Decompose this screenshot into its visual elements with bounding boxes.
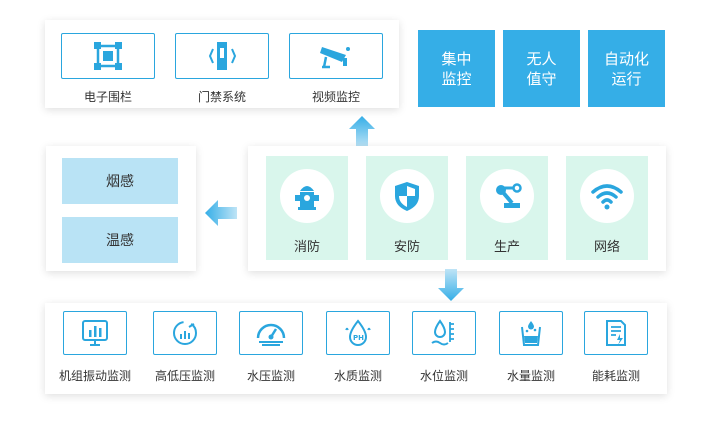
mode-automated-operation: 自动化 运行 bbox=[588, 30, 665, 107]
shield-icon bbox=[395, 182, 419, 211]
up-arrow-icon bbox=[349, 116, 375, 148]
category-label: 安防 bbox=[393, 240, 420, 255]
door-access-box[interactable] bbox=[175, 33, 269, 79]
bottom-monitor-label: 能耗监测 bbox=[591, 369, 640, 383]
mode-line: 集中 bbox=[441, 49, 472, 68]
fence-icon bbox=[94, 42, 122, 70]
vibration-monitor-box[interactable] bbox=[63, 311, 127, 355]
bottom-monitor-label: 水压监测 bbox=[246, 369, 295, 383]
mode-line: 运行 bbox=[611, 69, 642, 88]
cctv-monitor-box[interactable] bbox=[289, 33, 383, 79]
top-monitor-panel: 电子围栏 门禁系统 视频监控 bbox=[45, 20, 399, 108]
category-icon-circle bbox=[480, 169, 534, 223]
mode-line: 自动化 bbox=[603, 49, 649, 68]
bottom-monitor-label: 水量监测 bbox=[506, 369, 555, 383]
category-security[interactable]: 安防 bbox=[366, 156, 448, 260]
mode-line: 值守 bbox=[526, 69, 557, 88]
voltage-monitor-box[interactable] bbox=[153, 311, 217, 355]
fence-monitor-box[interactable] bbox=[61, 33, 155, 79]
mode-unattended: 无人 值守 bbox=[503, 30, 580, 107]
mode-centralized-monitoring: 集中 监控 bbox=[418, 30, 495, 107]
category-label: 网络 bbox=[593, 240, 620, 255]
smoke-sensor-box: 烟感 bbox=[62, 158, 178, 204]
fire-hydrant-icon bbox=[295, 186, 319, 210]
fence-monitor-label: 电子围栏 bbox=[83, 90, 132, 104]
energy-report-icon bbox=[606, 320, 626, 346]
water-ph-icon: PH bbox=[345, 319, 371, 346]
down-arrow-icon bbox=[438, 269, 464, 301]
category-icon-circle bbox=[280, 169, 334, 223]
voltage-gauge-icon bbox=[173, 321, 197, 345]
pressure-monitor-box[interactable] bbox=[239, 311, 303, 355]
wifi-icon bbox=[591, 184, 623, 210]
category-icon-circle bbox=[380, 169, 434, 223]
water-quality-monitor-box[interactable]: PH bbox=[326, 311, 390, 355]
vibration-monitor-icon bbox=[82, 320, 108, 346]
robot-arm-icon bbox=[496, 183, 522, 208]
category-fire[interactable]: 消防 bbox=[266, 156, 348, 260]
bottom-monitor-label: 水质监测 bbox=[333, 369, 382, 383]
bottom-monitor-label: 机组振动监测 bbox=[58, 369, 131, 383]
svg-text:PH: PH bbox=[353, 334, 364, 342]
cctv-camera-icon bbox=[320, 47, 350, 69]
water-volume-icon bbox=[521, 321, 541, 346]
mode-line: 无人 bbox=[526, 49, 557, 68]
bottom-monitor-label: 水位监测 bbox=[419, 369, 468, 383]
category-network[interactable]: 网络 bbox=[566, 156, 648, 260]
left-arrow-icon bbox=[205, 200, 237, 226]
cctv-monitor-label: 视频监控 bbox=[311, 90, 360, 104]
bottom-monitor-panel: 机组振动监测 高低压监测 水压监测 PH 水质监测 bbox=[45, 303, 667, 394]
bottom-monitor-label: 高低压监测 bbox=[154, 369, 215, 383]
water-volume-monitor-box[interactable] bbox=[499, 311, 563, 355]
water-level-monitor-box[interactable] bbox=[412, 311, 476, 355]
water-level-icon bbox=[431, 319, 454, 346]
mode-line: 监控 bbox=[441, 69, 472, 88]
sensor-panel: 烟感 温感 bbox=[46, 146, 196, 271]
category-icon-circle bbox=[580, 169, 634, 223]
door-access-icon bbox=[208, 42, 237, 70]
category-label: 消防 bbox=[293, 240, 320, 255]
pressure-gauge-icon bbox=[256, 323, 286, 346]
category-label: 生产 bbox=[493, 240, 520, 255]
energy-monitor-box[interactable] bbox=[584, 311, 648, 355]
category-panel: 消防 安防 生产 bbox=[248, 146, 666, 271]
temperature-sensor-box: 温感 bbox=[62, 217, 178, 263]
category-production[interactable]: 生产 bbox=[466, 156, 548, 260]
door-access-label: 门禁系统 bbox=[197, 90, 246, 104]
